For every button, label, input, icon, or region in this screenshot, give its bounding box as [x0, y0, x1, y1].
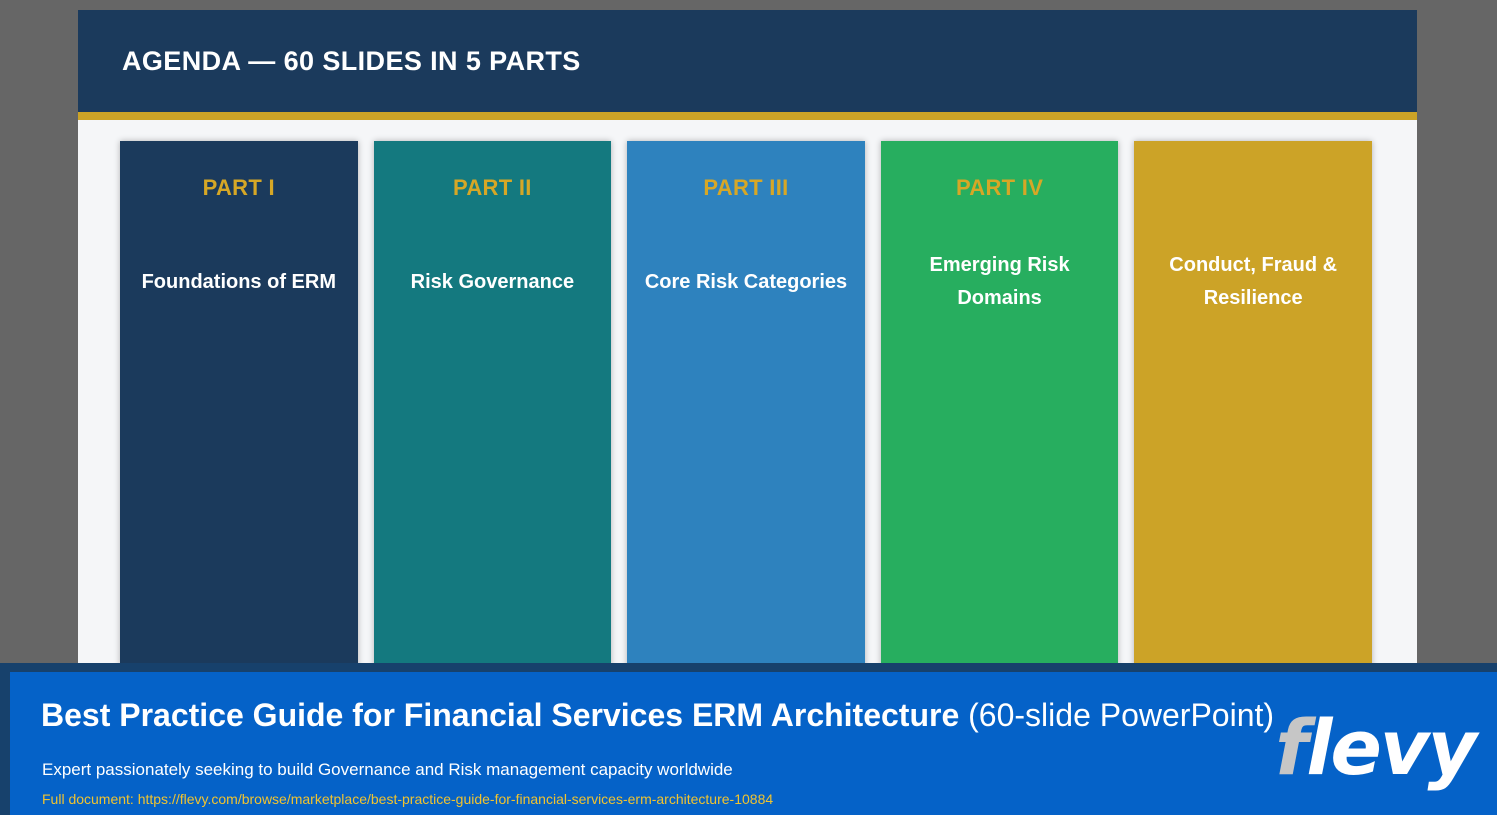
header-accent-bar	[78, 112, 1417, 120]
page-title: AGENDA — 60 SLIDES IN 5 PARTS	[122, 46, 581, 76]
flevy-logo-f: f	[1275, 703, 1308, 792]
part-label: PART I	[202, 175, 275, 200]
agenda-card-part-2[interactable]: PART II Risk Governance	[373, 141, 612, 745]
part-label: PART III	[703, 175, 789, 200]
document-url-link[interactable]: Full document: https://flevy.com/browse/…	[42, 791, 774, 807]
slide-header-bar: AGENDA — 60 SLIDES IN 5 PARTS	[78, 10, 1417, 112]
part-label: PART IV	[955, 175, 1044, 200]
document-title-format: (60-slide PowerPoint)	[968, 697, 1275, 733]
part-title: Conduct, Fraud & Resilience	[1169, 254, 1338, 309]
part-title: Foundations of ERM	[141, 270, 336, 293]
agenda-card-part-4[interactable]: PART IV Emerging Risk Domains	[880, 141, 1119, 745]
flevy-logo-levy: levy	[1306, 703, 1477, 792]
part-title: Emerging Risk Domains	[929, 254, 1070, 309]
part-title: Risk Governance	[410, 270, 575, 293]
agenda-card-part-1[interactable]: PART I Foundations of ERM	[120, 141, 358, 745]
flevy-logo[interactable]: flevy	[1275, 710, 1477, 786]
agenda-card-part-5[interactable]: Conduct, Fraud & Resilience	[1134, 141, 1372, 745]
slide-canvas: AGENDA — 60 SLIDES IN 5 PARTS PART I Fou…	[78, 10, 1417, 745]
agenda-card-part-3[interactable]: PART III Core Risk Categories	[627, 141, 865, 745]
part-label: PART II	[453, 175, 532, 200]
flevy-footer-banner: Best Practice Guide for Financial Servic…	[0, 663, 1497, 815]
agenda-parts-row: PART I Foundations of ERM PART II Risk G…	[120, 141, 1372, 745]
document-title-main: Best Practice Guide for Financial Servic…	[41, 697, 960, 733]
part-title: Core Risk Categories	[644, 270, 848, 293]
document-subtitle: Expert passionately seeking to build Gov…	[42, 760, 733, 779]
document-title: Best Practice Guide for Financial Servic…	[41, 697, 1274, 734]
footer-inner-panel: Best Practice Guide for Financial Servic…	[10, 672, 1497, 815]
